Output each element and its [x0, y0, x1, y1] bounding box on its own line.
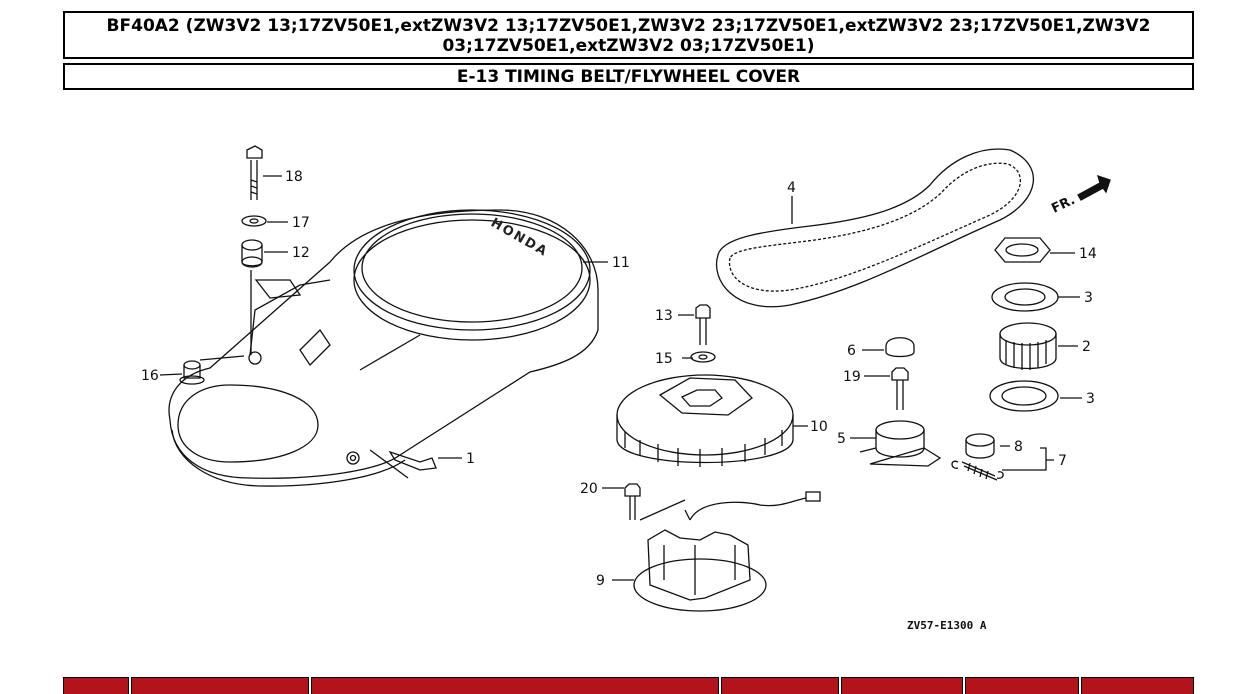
bolt-13 — [695, 304, 711, 345]
washer-3-lower — [989, 380, 1059, 412]
collar-16 — [179, 355, 245, 385]
flywheel — [616, 374, 794, 467]
model-header-line2: 03;17ZV50E1,extZW3V2 03;17ZV50E1) — [442, 36, 815, 56]
callout-3-lower: 3 — [1086, 391, 1095, 407]
callout-3-upper: 3 — [1084, 290, 1093, 306]
callout-1: 1 — [466, 451, 475, 467]
callout-14: 14 — [1079, 246, 1097, 262]
table-header-cell — [965, 677, 1079, 694]
callout-13: 13 — [655, 308, 673, 324]
table-header-cell — [131, 677, 309, 694]
callout-8: 8 — [1014, 439, 1023, 455]
front-direction-label: FR. — [1049, 193, 1077, 217]
honda-logo: HONDA — [488, 215, 551, 260]
table-header-cell — [841, 677, 963, 694]
table-header-cell — [311, 677, 719, 694]
model-header-line1: BF40A2 (ZW3V2 13;17ZV50E1,extZW3V2 13;17… — [106, 16, 1151, 36]
tensioner-5 — [859, 420, 942, 467]
callout-7: 7 — [1058, 453, 1067, 469]
timing-belt-cover — [168, 209, 599, 487]
callout-2: 2 — [1082, 339, 1091, 355]
callout-18: 18 — [285, 169, 303, 185]
table-header-cell — [1081, 677, 1194, 694]
ignition-coil-9 — [633, 491, 821, 612]
callout-12: 12 — [292, 245, 310, 261]
callout-9: 9 — [596, 573, 605, 589]
washer-3-upper — [991, 282, 1059, 312]
diagram-code: ZV57-E1300 A — [907, 619, 987, 632]
clip-1 — [369, 449, 437, 479]
table-header-cell — [63, 677, 129, 694]
bolt-19 — [891, 367, 909, 410]
callout-19: 19 — [843, 369, 861, 385]
callout-16: 16 — [141, 368, 159, 384]
cap-6 — [885, 337, 915, 358]
spacer-8 — [965, 433, 995, 459]
front-direction-arrow — [1077, 174, 1111, 201]
washer-17 — [241, 215, 267, 227]
callout-11: 11 — [612, 255, 630, 271]
callout-15: 15 — [655, 351, 673, 367]
callout-10: 10 — [810, 419, 828, 435]
bolt-20 — [624, 483, 641, 520]
parts-table-header — [63, 677, 1194, 694]
nut-14 — [994, 237, 1051, 263]
grommet-12 — [241, 239, 263, 268]
callout-5: 5 — [837, 431, 846, 447]
bolt-18 — [246, 145, 263, 200]
parts-diagram: HONDA FR. 18 17 12 16 1 11 4 13 15 10 6 … — [141, 145, 1111, 632]
callout-17: 17 — [292, 215, 310, 231]
washer-15 — [690, 351, 716, 363]
pulley-2 — [999, 322, 1057, 370]
callout-20: 20 — [580, 481, 598, 497]
callout-6: 6 — [847, 343, 856, 359]
section-title: E-13 TIMING BELT/FLYWHEEL COVER — [63, 63, 1194, 90]
callout-4: 4 — [787, 180, 796, 196]
table-header-cell — [721, 677, 839, 694]
model-header: BF40A2 (ZW3V2 13;17ZV50E1,extZW3V2 13;17… — [63, 11, 1194, 59]
timing-belt — [716, 148, 1035, 308]
spring-7 — [951, 460, 1004, 481]
